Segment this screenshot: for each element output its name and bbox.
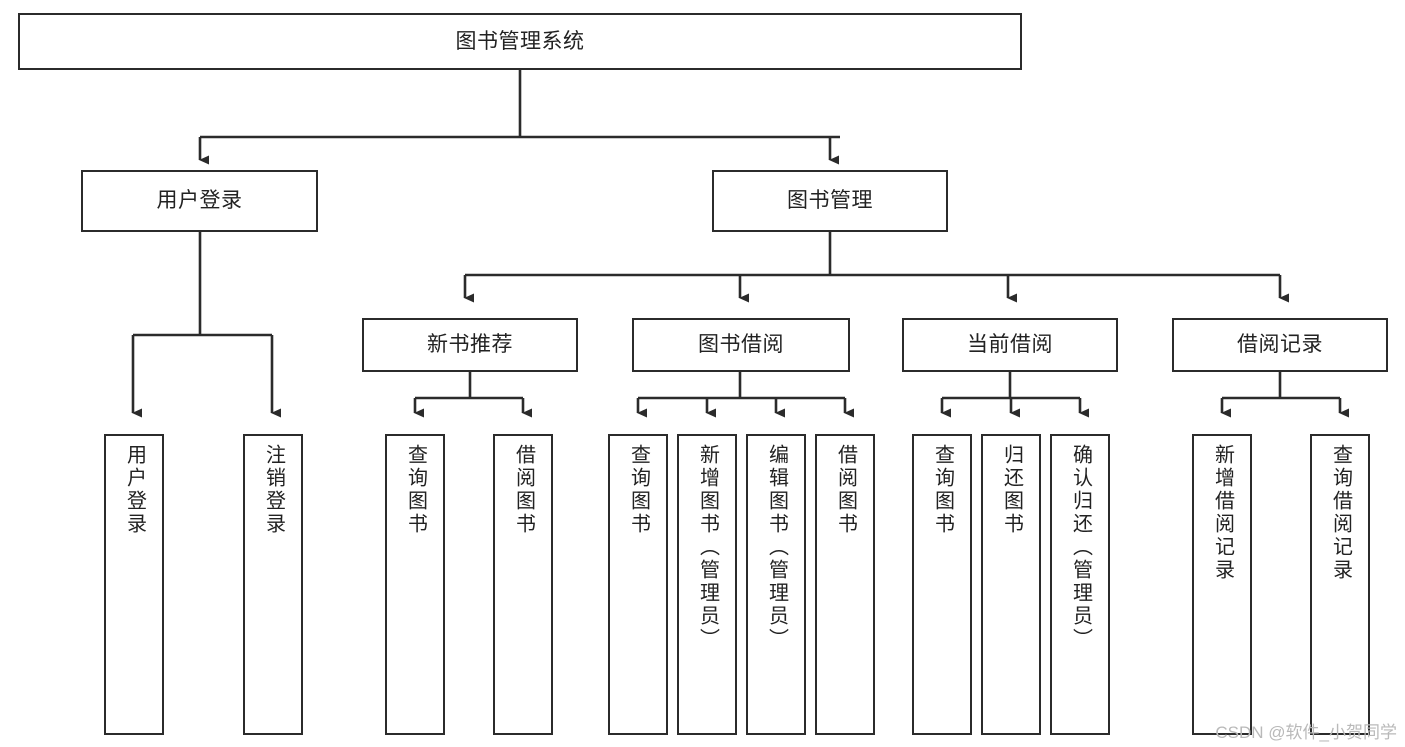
node-leaf-user-login-label: 用户登录 bbox=[123, 444, 146, 536]
node-leaf-query-record[interactable]: 查询借阅记录 bbox=[1310, 434, 1370, 735]
node-root[interactable]: 图书管理系统 bbox=[18, 13, 1022, 70]
node-current-borrow-label: 当前借阅 bbox=[967, 333, 1053, 357]
node-leaf-query-book-3-label: 查询图书 bbox=[931, 444, 954, 536]
node-leaf-borrow-book-1[interactable]: 借阅图书 bbox=[493, 434, 553, 735]
node-book-borrow[interactable]: 图书借阅 bbox=[632, 318, 850, 372]
node-user-login-label: 用户登录 bbox=[156, 189, 243, 213]
node-leaf-edit-book-label: 编辑图书（管理员） bbox=[765, 444, 788, 651]
node-leaf-query-book-1-label: 查询图书 bbox=[404, 444, 427, 536]
node-leaf-borrow-book-2-label: 借阅图书 bbox=[834, 444, 857, 536]
node-new-book-rec-label: 新书推荐 bbox=[427, 333, 513, 357]
node-leaf-add-book[interactable]: 新增图书（管理员） bbox=[677, 434, 737, 735]
node-leaf-return-book[interactable]: 归还图书 bbox=[981, 434, 1041, 735]
node-leaf-add-book-label: 新增图书（管理员） bbox=[696, 444, 719, 651]
node-borrow-record[interactable]: 借阅记录 bbox=[1172, 318, 1388, 372]
node-leaf-query-book-2-label: 查询图书 bbox=[627, 444, 650, 536]
node-leaf-borrow-book-1-label: 借阅图书 bbox=[512, 444, 535, 536]
node-leaf-query-book-2[interactable]: 查询图书 bbox=[608, 434, 668, 735]
node-leaf-borrow-book-2[interactable]: 借阅图书 bbox=[815, 434, 875, 735]
node-leaf-query-book-1[interactable]: 查询图书 bbox=[385, 434, 445, 735]
node-root-label: 图书管理系统 bbox=[455, 29, 585, 53]
node-leaf-confirm-return-label: 确认归还（管理员） bbox=[1069, 444, 1092, 651]
node-user-login[interactable]: 用户登录 bbox=[81, 170, 318, 232]
node-leaf-confirm-return[interactable]: 确认归还（管理员） bbox=[1050, 434, 1110, 735]
node-leaf-query-record-label: 查询借阅记录 bbox=[1329, 444, 1352, 582]
node-book-borrow-label: 图书借阅 bbox=[698, 333, 784, 357]
node-book-manage[interactable]: 图书管理 bbox=[712, 170, 948, 232]
node-current-borrow[interactable]: 当前借阅 bbox=[902, 318, 1118, 372]
node-leaf-user-login[interactable]: 用户登录 bbox=[104, 434, 164, 735]
node-new-book-rec[interactable]: 新书推荐 bbox=[362, 318, 578, 372]
node-leaf-logout-label: 注销登录 bbox=[262, 444, 285, 536]
node-borrow-record-label: 借阅记录 bbox=[1237, 333, 1323, 357]
node-book-manage-label: 图书管理 bbox=[787, 189, 873, 213]
node-leaf-return-book-label: 归还图书 bbox=[1000, 444, 1023, 536]
node-leaf-query-book-3[interactable]: 查询图书 bbox=[912, 434, 972, 735]
node-leaf-add-record-label: 新增借阅记录 bbox=[1211, 444, 1234, 582]
node-leaf-logout[interactable]: 注销登录 bbox=[243, 434, 303, 735]
node-leaf-add-record[interactable]: 新增借阅记录 bbox=[1192, 434, 1252, 735]
node-leaf-edit-book[interactable]: 编辑图书（管理员） bbox=[746, 434, 806, 735]
